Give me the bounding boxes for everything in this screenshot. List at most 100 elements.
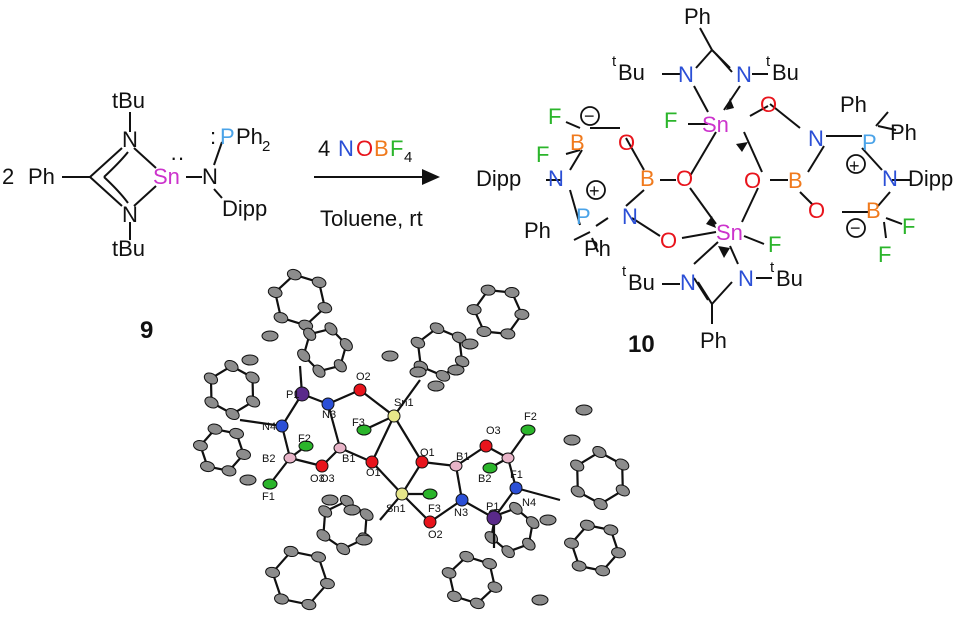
minus-left: −: [584, 106, 595, 126]
ortep-o-atom: [365, 455, 379, 469]
ortep-bond: [515, 486, 561, 502]
ortep-carbon-atom: [207, 423, 223, 435]
o-core-right: O: [744, 168, 761, 193]
ortep-atom-label: N3: [454, 507, 468, 519]
ortep-carbon-atom: [447, 590, 462, 603]
ortep-atom-label: O2: [356, 371, 371, 383]
tbu-bl: Bu: [628, 270, 655, 295]
ortep-carbon-atom: [461, 338, 479, 350]
ortep-carbon-atom: [267, 286, 283, 299]
ortep-o-atom: [415, 455, 429, 469]
ortep-carbon-atom: [611, 547, 626, 559]
ph-right1: Ph: [840, 92, 867, 117]
ortep-carbon-atom: [301, 598, 317, 611]
f-left-2: F: [536, 142, 549, 167]
lone-pair-sn: ··: [170, 145, 185, 170]
minus-circle-right: [846, 218, 866, 238]
ortep-carbon-atom: [469, 597, 485, 610]
ortep-bond: [371, 461, 403, 495]
pph-sub-9: 2: [262, 138, 270, 155]
ortep-carbon-atom: [317, 301, 333, 314]
n-tl-10: N: [678, 62, 694, 87]
ph-bottom-10: Ph: [700, 328, 727, 353]
n-dipp-left: N: [548, 166, 564, 191]
minus-circle-left: [580, 106, 600, 126]
ortep-carbon-atom: [615, 484, 630, 497]
o-core-left: O: [676, 166, 693, 191]
f-sn-top: F: [664, 108, 677, 133]
ortep-atom-label: F2: [524, 411, 537, 423]
ortep-carbon-atom: [236, 448, 251, 460]
ortep-carbon-atom: [592, 445, 607, 459]
ortep-atom-label: P1: [286, 389, 299, 401]
ortep-atom-label: O3: [320, 473, 335, 485]
ortep-carbon-atom: [311, 276, 327, 289]
ortep-carbon-atom: [595, 565, 611, 577]
ortep-p-atom: [486, 510, 502, 526]
ortep-atom-label: O1: [420, 447, 435, 459]
right-arrow-icon: [422, 169, 440, 185]
plus-circle-left: [586, 180, 606, 200]
coefficient: 2: [2, 164, 14, 189]
ortep-carbon-atom: [355, 534, 373, 546]
b-right-bf2: B: [866, 198, 881, 223]
ph-left1: Ph: [524, 218, 551, 243]
ortep-carbon-atom: [297, 348, 311, 362]
ph-left2: Ph: [584, 236, 611, 261]
ortep-atom-label: P1: [486, 501, 499, 513]
b-left-center: B: [640, 166, 655, 191]
ortep-carbon-atom: [409, 366, 427, 378]
n-top-9: N: [122, 127, 138, 152]
plus-left: +: [589, 181, 600, 201]
ortep-carbon-atom: [245, 395, 261, 408]
ortep-carbon-atom: [359, 508, 374, 521]
ortep-carbon-atom: [476, 325, 492, 338]
ortep-b-atom: [449, 460, 463, 472]
ortep-carbon-atom: [501, 545, 515, 559]
ortep-carbon-atom: [318, 505, 333, 518]
ortep-atom-label: Sn1: [394, 397, 414, 409]
ortep-bond: [393, 415, 423, 463]
conditions: Toluene, rt: [320, 206, 423, 231]
ortep-sn-atom: [395, 487, 409, 501]
ortep-carbon-atom: [320, 577, 335, 590]
ortep-carbon-atom: [261, 330, 279, 342]
ortep-atom-label: N4: [522, 497, 536, 509]
reagent-b: B: [374, 136, 389, 161]
ortep-carbon-atom: [459, 550, 475, 563]
compound-label-10: 10: [628, 331, 655, 358]
tbu-bottom-9: tBu: [112, 236, 145, 261]
ortep-carbon-atom: [539, 514, 557, 526]
p-left: P: [576, 204, 591, 229]
ortep-carbon-atom: [224, 359, 239, 373]
ortep-carbon-atom: [509, 501, 523, 515]
ortep-bond: [401, 493, 431, 523]
p-right: P: [862, 130, 877, 155]
compound-label-9: 9: [140, 317, 153, 344]
ortep-carbon-atom: [487, 581, 503, 593]
ortep-f-atom: [262, 478, 278, 490]
p-9: P: [220, 124, 235, 149]
reagent-sub: 4: [404, 149, 412, 166]
ortep-carbon-atom: [482, 557, 497, 570]
ortep-carbon-atom: [241, 354, 259, 366]
ortep-carbon-atom: [311, 551, 326, 563]
ortep-f-atom: [356, 424, 372, 436]
ortep-carbon-atom: [316, 529, 331, 542]
ortep-bond: [393, 379, 421, 417]
n-bl-10: N: [680, 270, 696, 295]
ortep-atom-label: F3: [352, 417, 365, 429]
ortep-carbon-atom: [229, 427, 244, 440]
ortep-carbon-atom: [312, 364, 326, 378]
tbu-br: Bu: [776, 266, 803, 291]
ortep-b-atom: [283, 452, 297, 464]
ortep-atom-label: O2: [428, 529, 443, 541]
ortep-atom-label: N4: [262, 421, 276, 433]
ortep-atom-label: N3: [322, 409, 336, 421]
ortep-carbon-atom: [273, 311, 289, 324]
dipp-left: Dipp: [476, 166, 521, 191]
ortep-bond: [359, 389, 395, 417]
ortep-carbon-atom: [200, 460, 215, 473]
ortep-p-atom: [294, 386, 310, 402]
ortep-f-atom: [520, 424, 536, 436]
